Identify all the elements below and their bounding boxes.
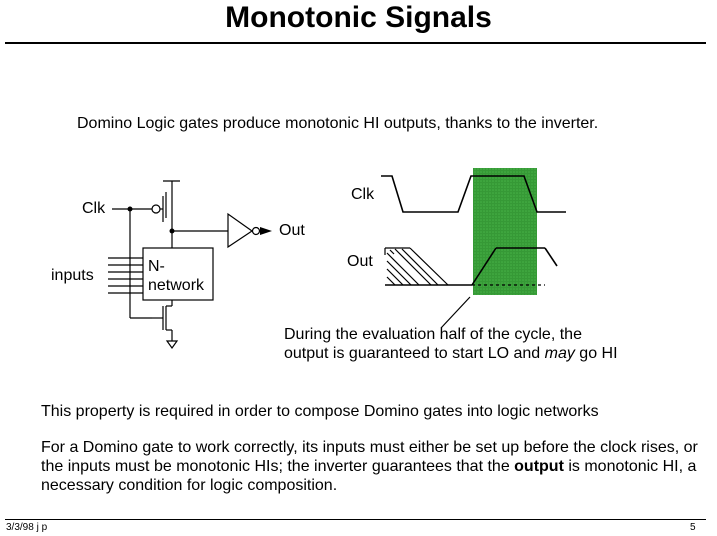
page-number: 5: [690, 522, 696, 533]
inputs-label: inputs: [51, 267, 94, 284]
annotation-emphasis: may: [544, 345, 575, 362]
annotation-line1: During the evaluation half of the cycle,…: [284, 326, 582, 343]
intro-text: Domino Logic gates produce monotonic HI …: [77, 115, 599, 132]
nnetwork-label-1: N-: [148, 258, 165, 275]
clk-label: Clk: [82, 200, 106, 217]
wave-clk-label: Clk: [351, 186, 375, 203]
wave-out-label: Out: [347, 253, 373, 270]
output-emphasis: output: [514, 458, 564, 475]
out-waveform: [384, 247, 558, 329]
footer-rule: [5, 519, 706, 520]
paragraph-domino: For a Domino gate to work correctly, its…: [41, 439, 698, 494]
title-rule: [5, 42, 706, 44]
nnetwork-label-2: network: [148, 277, 205, 294]
out-label: Out: [279, 222, 305, 239]
footer-date: 3/3/98 j p: [6, 522, 48, 533]
annotation-line2: output is guaranteed to start LO and may…: [284, 345, 618, 362]
clk-waveform: [381, 175, 566, 213]
paragraph-property: This property is required in order to co…: [41, 403, 599, 420]
slide-title: Monotonic Signals: [225, 1, 492, 34]
